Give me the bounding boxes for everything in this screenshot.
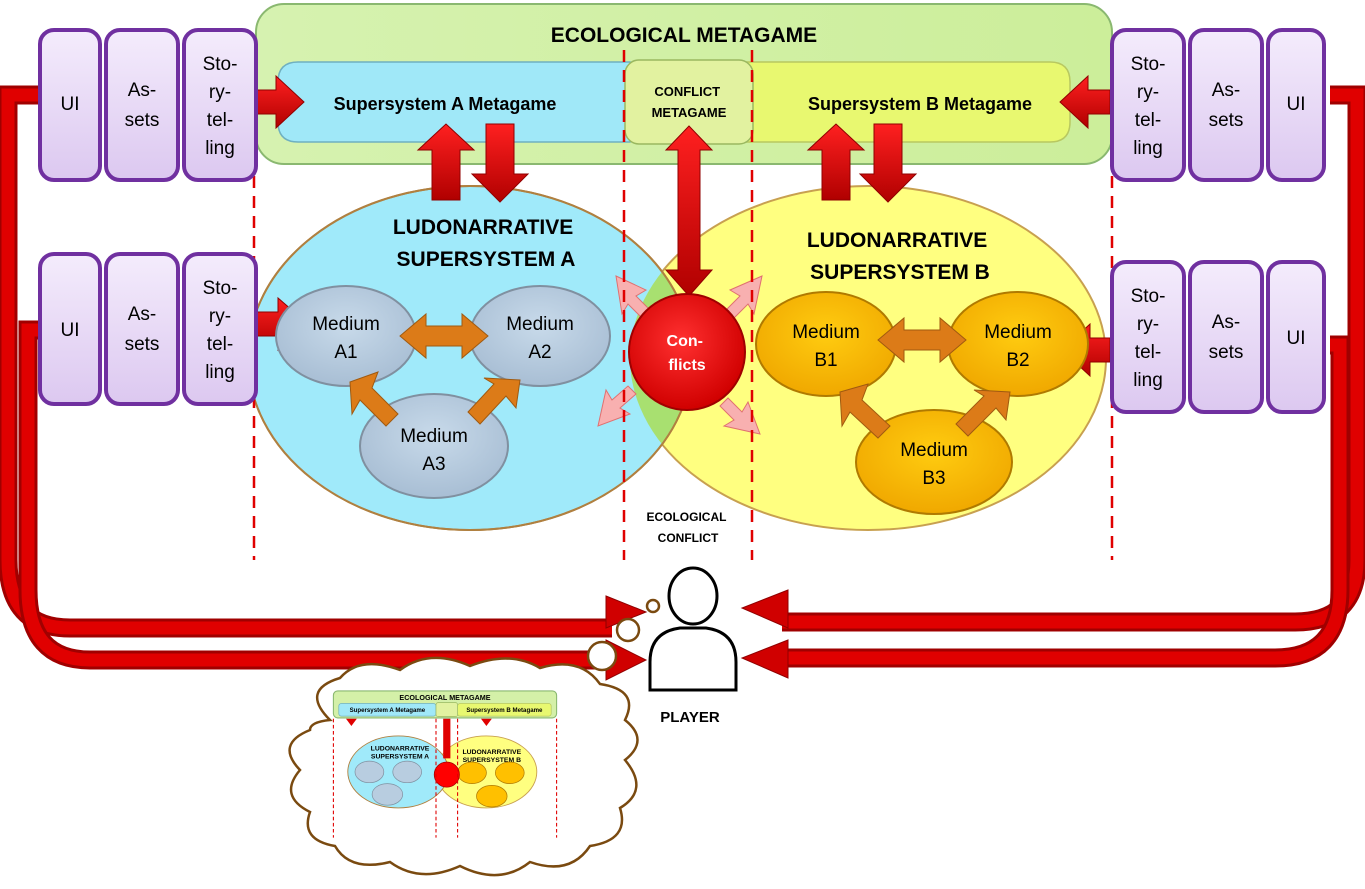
ludonarrative-b-line1: LUDONARRATIVE bbox=[807, 229, 987, 252]
player-feedback-loops bbox=[0, 85, 1365, 681]
ui-tab-top-left bbox=[38, 28, 102, 182]
storytelling-tab-top-left bbox=[182, 28, 258, 182]
arrow-a3-a1 bbox=[349, 371, 399, 427]
assets-label-top-right: As-sets bbox=[1209, 80, 1244, 131]
conflict-metagame-line1: CONFLICT bbox=[654, 84, 720, 99]
storytelling-tab-bottom-left bbox=[182, 252, 258, 406]
ludonarrative-a-line2: SUPERSYSTEM A bbox=[397, 248, 576, 271]
ludonarrative-b-title: LUDONARRATIVE SUPERSYSTEM B bbox=[807, 229, 993, 284]
assets-label-top-left: As-sets bbox=[125, 80, 160, 131]
right-tabs-top: Sto-ry-tel-ling As-sets UI bbox=[1110, 28, 1326, 182]
arrow-b1-b2 bbox=[877, 316, 967, 364]
media-a-arrows bbox=[349, 312, 521, 427]
left-tabs-top: UI As-sets Sto-ry-tel-ling bbox=[38, 28, 258, 182]
left-tabs-bottom: UI As-sets Sto-ry-tel-ling bbox=[38, 252, 258, 406]
conflicts-line1: Con- bbox=[667, 333, 703, 350]
mini-ecological-metagame: ECOLOGICAL METAGAME bbox=[399, 693, 490, 702]
conflicts-line2: flicts bbox=[668, 357, 705, 374]
up-arrow-a bbox=[416, 123, 476, 201]
mini-diagram: ECOLOGICAL METAGAME Supersystem A Metaga… bbox=[332, 690, 558, 838]
mini-supersystem-a-metagame: Supersystem A Metagame bbox=[350, 707, 426, 714]
storytelling-tab-top-right bbox=[1110, 28, 1186, 182]
right-tabs-bottom: Sto-ry-tel-ling As-sets UI bbox=[1110, 260, 1326, 414]
storytelling-label-top-left: Sto-ry-tel-ling bbox=[203, 54, 238, 159]
supersystem-metagame-bar bbox=[277, 61, 1071, 143]
storytelling-label-bottom-right: Sto-ry-tel-ling bbox=[1131, 286, 1166, 391]
storytelling-label-top-right: Sto-ry-tel-ling bbox=[1131, 54, 1166, 159]
ecological-conflict-line2: CONFLICT bbox=[658, 531, 719, 545]
player-label: PLAYER bbox=[660, 709, 720, 726]
storytelling-tab-bottom-right bbox=[1110, 260, 1186, 414]
ui-tab-bottom-left bbox=[38, 252, 102, 406]
arrow-b3-b2 bbox=[955, 389, 1011, 437]
ui-label-top-left: UI bbox=[61, 94, 80, 115]
ludonarrative-b-line2: SUPERSYSTEM B bbox=[810, 261, 990, 284]
medium-a3 bbox=[359, 393, 509, 499]
ui-label-top-right: UI bbox=[1287, 94, 1306, 115]
arrow-a1-a2 bbox=[399, 312, 489, 360]
medium-a2 bbox=[469, 285, 611, 387]
arrow-b3-b1 bbox=[839, 383, 891, 439]
ui-label-bottom-right: UI bbox=[1287, 328, 1306, 349]
ecological-conflict-label: ECOLOGICAL CONFLICT bbox=[646, 510, 729, 545]
ecological-metagame-title: ECOLOGICAL METAGAME bbox=[551, 24, 817, 47]
pink-arrow-out-left bbox=[597, 385, 637, 427]
ludonarrative-a-line1: LUDONARRATIVE bbox=[393, 216, 573, 239]
medium-b3 bbox=[855, 409, 1013, 515]
medium-a1 bbox=[275, 285, 417, 387]
conflict-metagame-line2: METAGAME bbox=[652, 105, 727, 120]
down-arrow-b bbox=[858, 123, 918, 203]
conflict-metagame-label: CONFLICT METAGAME bbox=[652, 84, 727, 120]
arrow-a3-a2 bbox=[467, 377, 521, 425]
conflicts-node bbox=[628, 293, 746, 411]
supersystem-b-metagame-label: Supersystem B Metagame bbox=[808, 94, 1032, 114]
thought-bubbles bbox=[586, 598, 661, 672]
conflicts-label: Con- flicts bbox=[667, 333, 708, 374]
assets-tab-top-right bbox=[1188, 28, 1264, 182]
assets-label-bottom-right: As-sets bbox=[1209, 312, 1244, 363]
ui-tab-bottom-right bbox=[1266, 260, 1326, 414]
supersystem-a-metagame-label: Supersystem A Metagame bbox=[334, 94, 557, 114]
ui-label-bottom-left: UI bbox=[61, 320, 80, 341]
assets-tab-top-left bbox=[104, 28, 180, 182]
up-arrow-b bbox=[806, 123, 866, 201]
metagame-arrows bbox=[416, 123, 918, 297]
assets-label-bottom-left: As-sets bbox=[125, 304, 160, 355]
assets-tab-bottom-left bbox=[104, 252, 180, 406]
player-icon bbox=[648, 566, 738, 692]
ui-tab-top-right bbox=[1266, 28, 1326, 182]
media-b-arrows bbox=[839, 316, 1011, 439]
down-arrow-a bbox=[470, 123, 530, 203]
medium-b1 bbox=[755, 291, 897, 397]
mini-supersystem-b-metagame: Supersystem B Metagame bbox=[466, 707, 543, 714]
conflict-pink-arrows bbox=[597, 275, 763, 435]
assets-tab-bottom-right bbox=[1188, 260, 1264, 414]
ludonarrative-a-title: LUDONARRATIVE SUPERSYSTEM A bbox=[393, 216, 579, 271]
pink-arrow-out-right bbox=[719, 397, 761, 435]
arrow-into-metagame-b bbox=[1059, 74, 1111, 130]
storytelling-label-bottom-left: Sto-ry-tel-ling bbox=[203, 278, 238, 383]
medium-b2 bbox=[947, 291, 1089, 397]
ecological-conflict-line1: ECOLOGICAL bbox=[646, 510, 726, 524]
